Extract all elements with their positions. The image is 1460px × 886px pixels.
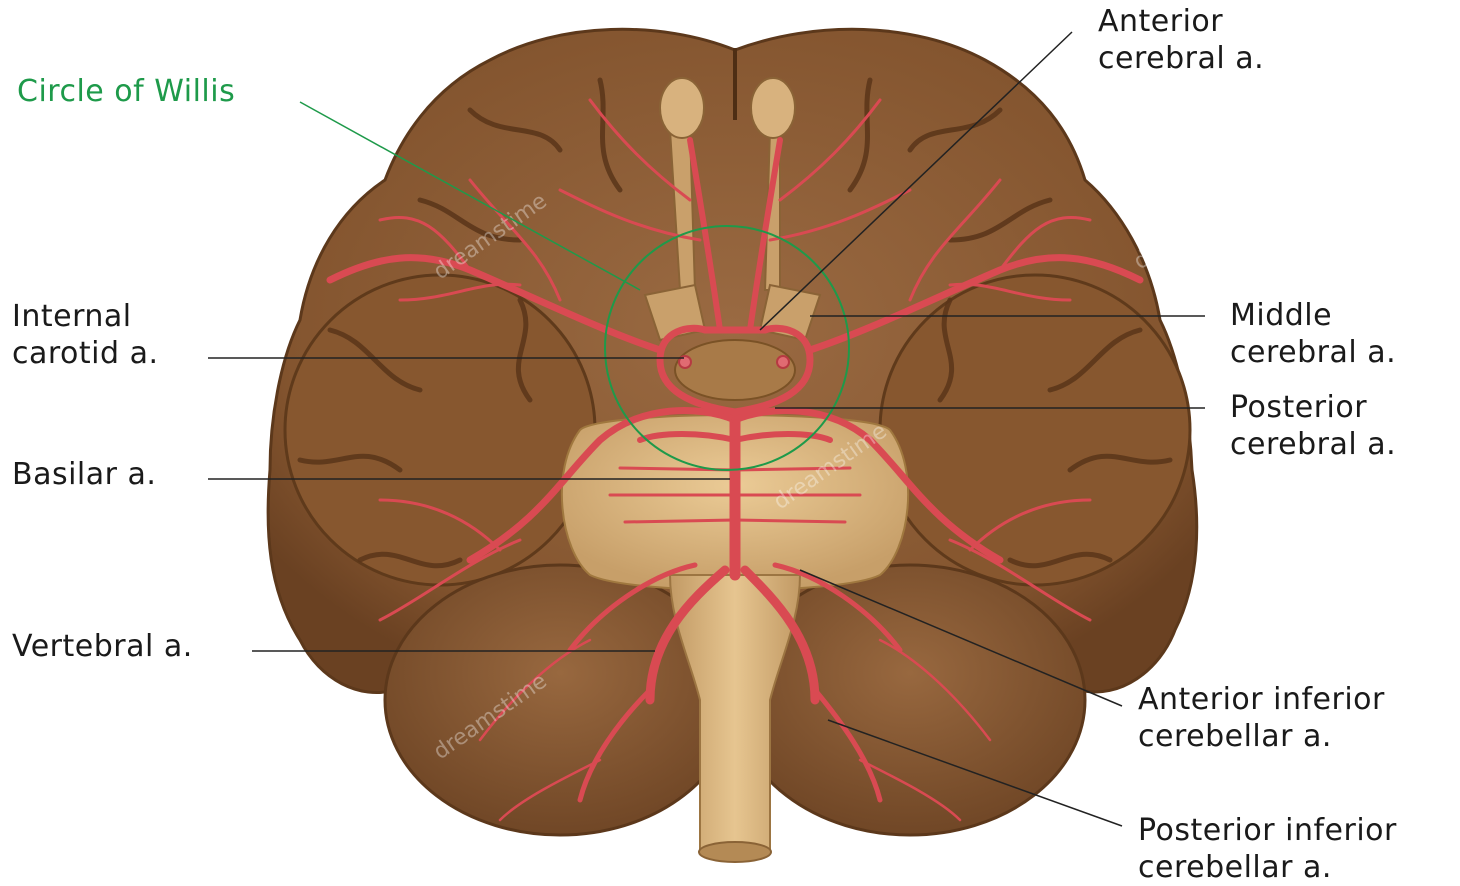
label-circle-of-willis: Circle of Willis bbox=[17, 73, 235, 110]
label-anterior-inferior-cerebellar: Anterior inferior cerebellar a. bbox=[1138, 681, 1385, 755]
label-middle-cerebral-line2: cerebral a. bbox=[1230, 334, 1396, 371]
label-internal-carotid: Internal carotid a. bbox=[12, 298, 159, 372]
label-vertebral: Vertebral a. bbox=[12, 628, 193, 665]
label-posterior-cerebral: Posterior cerebral a. bbox=[1230, 389, 1396, 463]
label-anterior-cerebral-line2: cerebral a. bbox=[1098, 40, 1264, 77]
label-aica-line2: cerebellar a. bbox=[1138, 718, 1385, 755]
label-anterior-cerebral-line1: Anterior bbox=[1098, 3, 1264, 40]
internal-carotid-right bbox=[777, 356, 789, 368]
label-basilar: Basilar a. bbox=[12, 456, 156, 493]
label-aica-line1: Anterior inferior bbox=[1138, 681, 1385, 718]
label-posterior-inferior-cerebellar: Posterior inferior cerebellar a. bbox=[1138, 812, 1397, 886]
label-internal-carotid-line2: carotid a. bbox=[12, 335, 159, 372]
label-pica-line2: cerebellar a. bbox=[1138, 849, 1397, 886]
label-anterior-cerebral: Anterior cerebral a. bbox=[1098, 3, 1264, 77]
left-temporal-lobe bbox=[285, 275, 595, 585]
label-middle-cerebral-line1: Middle bbox=[1230, 297, 1396, 334]
spinal-cord-cut bbox=[699, 842, 771, 862]
label-middle-cerebral: Middle cerebral a. bbox=[1230, 297, 1396, 371]
label-posterior-cerebral-line2: cerebral a. bbox=[1230, 426, 1396, 463]
watermark-text-4: dreamstime bbox=[1129, 179, 1252, 275]
right-temporal-lobe bbox=[880, 275, 1190, 585]
label-posterior-cerebral-line1: Posterior bbox=[1230, 389, 1396, 426]
label-internal-carotid-line1: Internal bbox=[12, 298, 159, 335]
label-pica-line1: Posterior inferior bbox=[1138, 812, 1397, 849]
